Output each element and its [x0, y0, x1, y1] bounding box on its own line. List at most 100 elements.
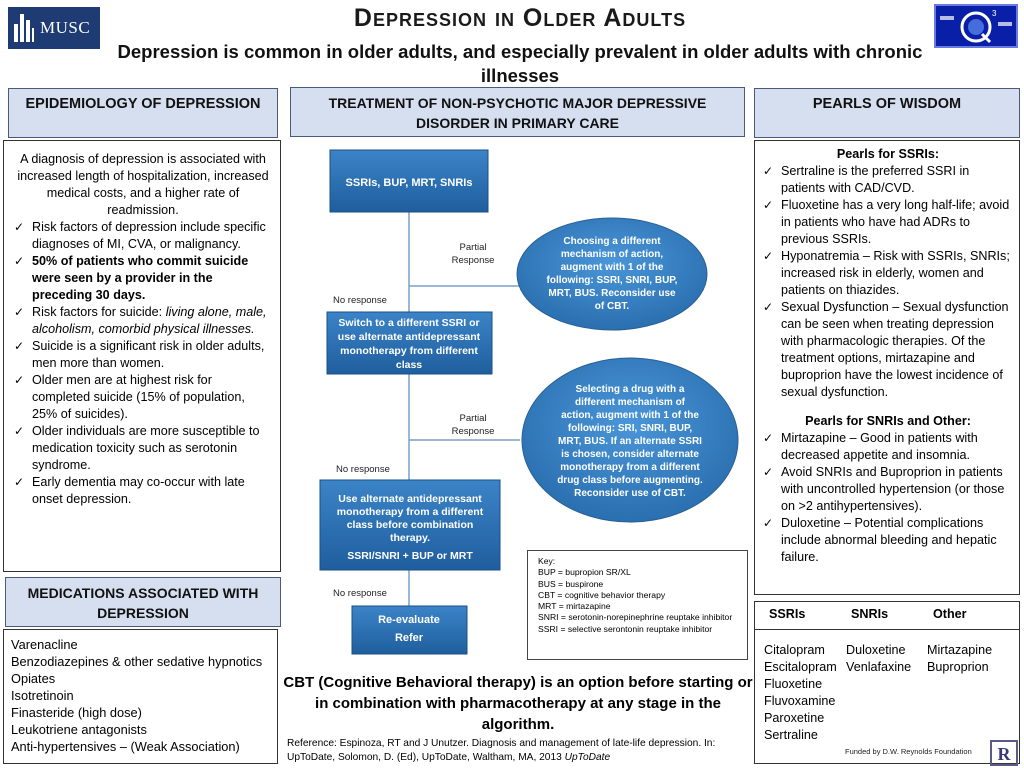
- treatment-heading: TREATMENT OF NON-PSYCHOTIC MAJOR DEPRESS…: [290, 87, 745, 137]
- step2-box: [326, 311, 493, 375]
- medications-panel: Varenacline Benzodiazepines & other seda…: [3, 629, 278, 764]
- column-header: SNRIs: [851, 607, 889, 621]
- cbt-note: CBT (Cognitive Behavioral therapy) is an…: [283, 674, 753, 733]
- reference: Reference: Espinoza, RT and J Unutzer. D…: [287, 737, 757, 765]
- no-response-label: No response: [333, 588, 387, 599]
- key-item: BUS = buspirone: [538, 578, 604, 589]
- treatment-flowchart: SSRIs, BUP, MRT, SNRIs Switch to a diffe…: [319, 149, 739, 655]
- list-item: Early dementia may co-occur with late on…: [14, 474, 272, 508]
- ssri-column: Citalopram Escitalopram Fluoxetine Fluvo…: [764, 642, 837, 744]
- list-item: Mirtazapine – Good in patients with decr…: [763, 430, 1013, 464]
- list-item: Avoid SNRIs and Buproprion in patients w…: [763, 464, 1013, 515]
- epidemiology-heading: EPIDEMIOLOGY OF DEPRESSION: [8, 88, 278, 138]
- list-item: Risk factors for suicide: living alone, …: [14, 304, 272, 338]
- step3-line: therapy.: [390, 532, 430, 544]
- step2-line: Switch to a different SSRI or: [338, 317, 479, 329]
- ellipse2-line: different mechanism of: [575, 397, 686, 408]
- ssri-pearls-title: Pearls for SSRIs:: [836, 147, 940, 161]
- list-item: Suicide is a significant risk in older a…: [14, 338, 272, 372]
- step2-line: monotherapy from different: [340, 345, 478, 357]
- step1-text: SSRIs, BUP, MRT, SNRIs: [346, 177, 473, 189]
- other-column: Mirtazapine Buproprion: [927, 642, 992, 676]
- list-item: Duloxetine – Potential complications inc…: [763, 515, 1013, 566]
- ellipse1-line: following: SSRI, SNRI, BUP,: [547, 275, 678, 286]
- partial-response-label: Response: [452, 426, 495, 437]
- drug-item: Duloxetine: [846, 643, 906, 657]
- snri-pearls-list: Mirtazapine – Good in patients with decr…: [763, 430, 1013, 566]
- reference-text: Reference: Espinoza, RT and J Unutzer. D…: [287, 738, 716, 763]
- ellipse1-line: augment with 1 of the: [561, 262, 664, 273]
- list-item: Hyponatremia – Risk with SSRIs, SNRIs; i…: [763, 248, 1013, 299]
- medications-heading: MEDICATIONS ASSOCIATED WITH DEPRESSION: [5, 577, 281, 627]
- medication-item: Opiates: [11, 671, 56, 686]
- step4-box: [351, 605, 468, 655]
- medication-item: Finasteride (high dose): [11, 705, 142, 720]
- list-item: Sexual Dysfunction – Sexual dysfunction …: [763, 299, 1013, 401]
- drug-item: Fluoxetine: [764, 677, 823, 691]
- risk-factors-lead: Risk factors for suicide:: [32, 305, 166, 319]
- page-title: Depression in Older Adults: [353, 4, 687, 32]
- page-subtitle: Depression is common in older adults, an…: [117, 41, 923, 86]
- list-item: 50% of patients who commit suicide were …: [14, 253, 272, 304]
- epidemiology-panel: A diagnosis of depression is associated …: [3, 140, 281, 572]
- step3-line: class before combination: [347, 519, 474, 531]
- step2-line: class: [396, 359, 422, 371]
- no-response-label: No response: [336, 464, 390, 475]
- partial-response-label: Partial: [460, 242, 487, 253]
- no-response-label: No response: [333, 295, 387, 306]
- step3-box: [319, 479, 501, 571]
- snri-pearls-title: Pearls for SNRIs and Other:: [805, 414, 971, 428]
- ellipse2-line: Selecting a drug with a: [576, 384, 685, 395]
- drug-item: Paroxetine: [764, 711, 825, 725]
- pearls-panel: Pearls for SSRIs: Sertraline is the pref…: [754, 140, 1020, 595]
- ellipse1-line: MRT, BUS. Reconsider use: [548, 288, 676, 299]
- drug-table-header: SSRIs SNRIs Other: [755, 607, 1019, 630]
- medication-item: Leukotriene antagonists: [11, 722, 147, 737]
- ellipse2-line: action, augment with 1 of the: [561, 410, 699, 421]
- drug-item: Sertraline: [764, 728, 818, 742]
- ellipse2-line: following: SRI, SNRI, BUP,: [568, 423, 692, 434]
- snri-column: Duloxetine Venlafaxine: [846, 642, 911, 676]
- drug-item: Buproprion: [927, 660, 989, 674]
- step4-line: Refer: [395, 632, 424, 644]
- step2-line: use alternate antidepressant: [338, 331, 481, 343]
- musc-logo: MUSC: [8, 7, 100, 49]
- drug-item: Citalopram: [764, 643, 825, 657]
- ellipse2-line: is chosen, consider alternate: [561, 449, 699, 460]
- abbreviation-key: Key: BUP = bupropion SR/XL BUS = buspiro…: [527, 550, 748, 660]
- funding-note: Funded by D.W. Reynolds Foundation: [845, 747, 972, 756]
- list-item: Older individuals are more susceptible t…: [14, 423, 272, 474]
- drug-item: Venlafaxine: [846, 660, 912, 674]
- epidemiology-intro: A diagnosis of depression is associated …: [17, 152, 269, 217]
- medication-item: Isotretinoin: [11, 688, 74, 703]
- ellipse2-line: Reconsider use of CBT.: [574, 488, 686, 499]
- column-header: SSRIs: [769, 607, 806, 621]
- epidemiology-list: Risk factors of depression include speci…: [14, 219, 272, 508]
- key-item: CBT = cognitive behavior therapy: [538, 589, 666, 600]
- step3-line: monotherapy from a different: [337, 506, 484, 518]
- ellipse2-line: monotherapy from a different: [560, 462, 700, 473]
- ellipse2-line: MRT, BUS. If an alternate SSRI: [558, 436, 702, 447]
- building-icon: [14, 14, 34, 42]
- ellipse2-line: drug class before augmenting.: [557, 475, 703, 486]
- svg-text:3: 3: [992, 9, 997, 18]
- ellipse1-line: Choosing a different: [563, 236, 661, 247]
- drug-item: Escitalopram: [764, 660, 837, 674]
- medication-item: Varenacline: [11, 637, 78, 652]
- foundation-logo: R: [990, 740, 1018, 766]
- key-item: BUP = bupropion SR/XL: [538, 567, 631, 578]
- medication-item: Benzodiazepines & other sedative hypnoti…: [11, 654, 263, 669]
- key-item: MRT = mirtazapine: [538, 601, 611, 612]
- ellipse2: [521, 357, 739, 523]
- ellipse1-line: of CBT.: [595, 301, 630, 312]
- partial-response-label: Partial: [460, 413, 487, 424]
- ellipse1-line: mechanism of action,: [561, 249, 663, 260]
- step1-box: [329, 149, 489, 213]
- list-item: Risk factors of depression include speci…: [14, 219, 272, 253]
- key-title: Key:: [538, 556, 556, 566]
- list-item: Fluoxetine has a very long half-life; av…: [763, 197, 1013, 248]
- medication-item: Anti-hypertensives – (Weak Association): [11, 739, 240, 754]
- ssri-pearls-list: Sertraline is the preferred SSRI in pati…: [763, 163, 1013, 401]
- ellipse1: [516, 217, 708, 331]
- drug-item: Mirtazapine: [927, 643, 993, 657]
